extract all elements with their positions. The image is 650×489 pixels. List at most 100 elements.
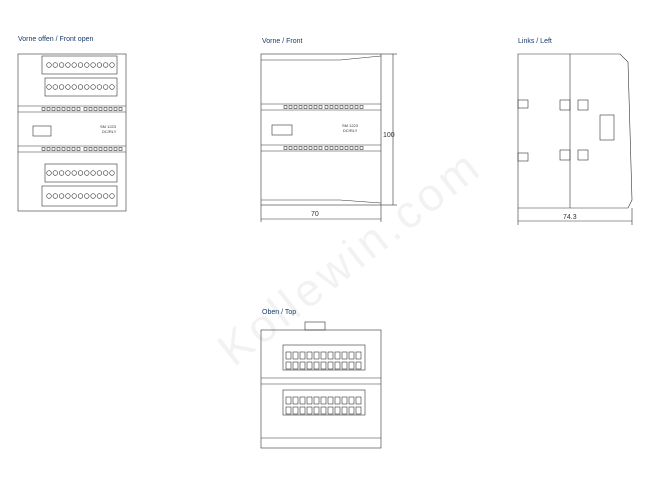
- led: [306, 361, 313, 370]
- led: [61, 147, 66, 151]
- terminal: [46, 193, 52, 199]
- led: [283, 105, 288, 109]
- top-view: [260, 321, 382, 449]
- led: [349, 146, 354, 150]
- led: [93, 147, 98, 151]
- led: [341, 396, 348, 405]
- module-type: DC/RLY: [102, 129, 117, 134]
- led: [283, 146, 288, 150]
- terminal: [71, 170, 77, 176]
- terminal: [109, 170, 115, 176]
- terminal: [65, 62, 71, 68]
- led: [298, 146, 303, 150]
- led: [355, 396, 362, 405]
- led: [344, 105, 349, 109]
- led: [299, 361, 306, 370]
- terminal: [84, 170, 90, 176]
- terminal: [71, 84, 77, 90]
- led: [318, 146, 323, 150]
- terminal: [109, 193, 115, 199]
- led: [334, 396, 341, 405]
- terminal: [96, 193, 102, 199]
- led: [327, 361, 334, 370]
- led: [88, 107, 93, 111]
- terminal: [77, 170, 84, 176]
- left-title: Links / Left: [518, 38, 552, 45]
- led: [344, 146, 349, 150]
- led: [308, 105, 313, 109]
- led: [88, 147, 93, 151]
- led: [66, 107, 71, 111]
- led: [339, 105, 344, 109]
- led: [334, 105, 339, 109]
- terminal: [65, 193, 71, 199]
- module-name-front: SM 1223: [342, 123, 359, 128]
- led: [292, 361, 299, 370]
- terminal: [71, 62, 77, 68]
- depth-dimension: 74.3: [563, 214, 577, 221]
- led: [285, 406, 292, 415]
- led: [113, 107, 118, 111]
- led: [313, 105, 318, 109]
- terminal: [90, 193, 96, 199]
- led: [359, 105, 364, 109]
- led: [313, 406, 320, 415]
- led: [324, 146, 329, 150]
- led: [56, 107, 61, 111]
- led: [41, 107, 46, 111]
- led: [313, 146, 318, 150]
- front-open-view: SM 1223 DC/RLY: [17, 53, 127, 212]
- led: [83, 107, 88, 111]
- module-name: SM 1223: [100, 124, 117, 129]
- module-type-front: DC/RLY: [343, 128, 358, 133]
- led: [334, 146, 339, 150]
- led: [299, 351, 306, 360]
- led: [354, 105, 359, 109]
- led: [303, 146, 308, 150]
- led: [108, 107, 113, 111]
- led: [313, 361, 320, 370]
- led: [285, 361, 292, 370]
- led: [306, 351, 313, 360]
- terminal: [65, 170, 71, 176]
- led: [93, 107, 98, 111]
- led: [292, 406, 299, 415]
- terminal: [58, 170, 65, 176]
- led: [349, 105, 354, 109]
- terminal: [46, 62, 52, 68]
- led: [66, 147, 71, 151]
- terminal: [71, 193, 77, 199]
- terminal: [109, 62, 115, 68]
- led: [103, 147, 108, 151]
- led: [41, 147, 46, 151]
- led: [293, 105, 298, 109]
- led: [46, 107, 51, 111]
- led: [292, 396, 299, 405]
- terminal: [58, 62, 65, 68]
- led: [324, 105, 329, 109]
- led: [329, 146, 334, 150]
- terminal: [46, 84, 52, 90]
- terminal: [77, 193, 84, 199]
- left-view: 74.3: [517, 53, 633, 225]
- led: [334, 361, 341, 370]
- led: [51, 107, 56, 111]
- led: [108, 147, 113, 151]
- terminal: [52, 84, 58, 90]
- top-title: Oben / Top: [262, 309, 297, 316]
- terminal: [77, 84, 84, 90]
- led: [348, 361, 355, 370]
- led: [61, 107, 66, 111]
- led: [98, 107, 103, 111]
- terminal: [90, 62, 96, 68]
- terminal: [84, 84, 90, 90]
- led: [293, 146, 298, 150]
- led: [359, 146, 364, 150]
- led: [348, 351, 355, 360]
- led: [285, 351, 292, 360]
- led: [355, 361, 362, 370]
- terminal: [46, 170, 52, 176]
- led: [113, 147, 118, 151]
- led: [288, 146, 293, 150]
- led: [285, 396, 292, 405]
